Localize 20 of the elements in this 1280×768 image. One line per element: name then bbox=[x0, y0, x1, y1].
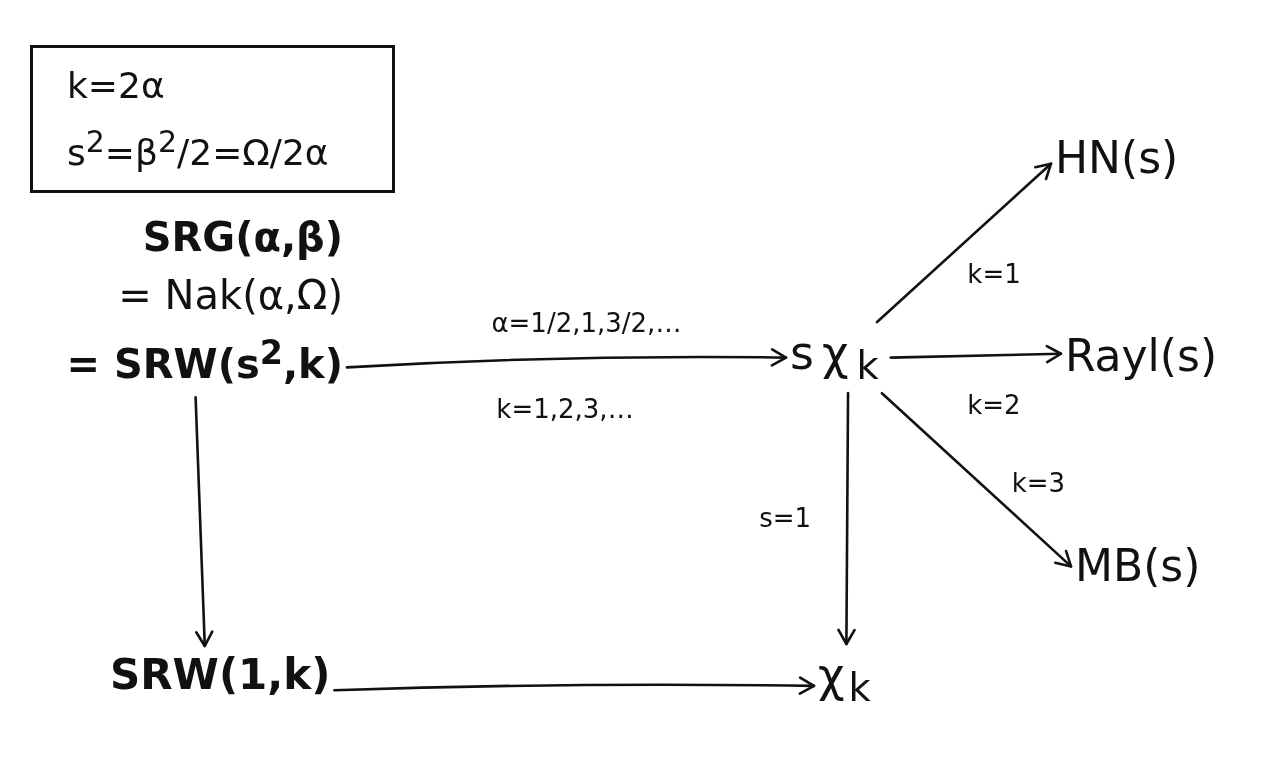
arrow bbox=[333, 676, 816, 695]
math-expression: SRW(1,k) bbox=[110, 650, 331, 701]
math-expression: MB(s) bbox=[1075, 540, 1201, 593]
arrow bbox=[880, 391, 1073, 568]
arrow bbox=[837, 391, 856, 646]
arrow bbox=[345, 348, 788, 369]
math-expression: χ$_{k}$ bbox=[818, 648, 875, 712]
math-expression: = SRW(s$^{2}$,k) bbox=[66, 332, 343, 390]
arrow bbox=[889, 344, 1063, 364]
math-expression: HN(s) bbox=[1055, 132, 1179, 185]
formula: s$^{2}$=β$^{2}$/2=Ω/2α bbox=[67, 124, 330, 173]
arrow bbox=[194, 396, 214, 648]
math-expression: = Nak(α,Ω) bbox=[118, 271, 343, 320]
parameter-label: k=1,2,3,… bbox=[496, 394, 634, 426]
math-expression: SRG(α,β) bbox=[142, 213, 343, 262]
math-expression: sχ$_{k}$ bbox=[790, 326, 887, 390]
arrow bbox=[875, 162, 1053, 324]
math-expression: Rayl(s) bbox=[1065, 330, 1218, 383]
formula-box bbox=[30, 45, 395, 193]
formula: k=2α bbox=[67, 65, 166, 107]
